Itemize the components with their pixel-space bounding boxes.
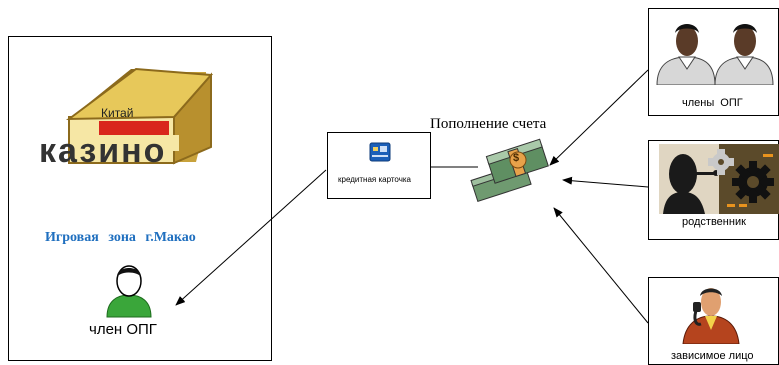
player-avatar-icon (106, 265, 152, 318)
dependent-person-icon (682, 288, 740, 344)
relative-gears-icon (659, 144, 779, 214)
money-coin-symbol: $ (513, 152, 520, 164)
arrow-dependent-to-money (553, 207, 649, 324)
arrow-members-to-money (549, 69, 649, 166)
casino-house-icon (65, 67, 214, 165)
gaming-zone-label: Игровая зона г.Макао (45, 230, 196, 245)
members-box: члены ОПГ (648, 8, 779, 116)
relative-label: родственник (682, 216, 746, 228)
arrow-card-to-player (175, 169, 327, 306)
account-topup-label: Пополнение счета (430, 116, 547, 132)
group-members-icon (656, 24, 774, 85)
casino-panel: Китай казино Игровая зона г.Макао член О… (8, 36, 272, 361)
members-label: члены ОПГ (682, 97, 743, 109)
player-label: член ОПГ (89, 321, 157, 338)
dependent-person-box: зависимое лицо (648, 277, 779, 365)
credit-card-box: кредитная карточка (327, 132, 431, 199)
dependent-person-label: зависимое лицо (671, 350, 754, 362)
casino-title: казино (39, 132, 167, 170)
money-stack-icon (470, 138, 549, 203)
credit-card-icon (369, 142, 391, 162)
arrow-relative-to-money (562, 176, 649, 188)
credit-card-label: кредитная карточка (338, 175, 411, 184)
casino-sign-text: Китай (101, 106, 134, 120)
